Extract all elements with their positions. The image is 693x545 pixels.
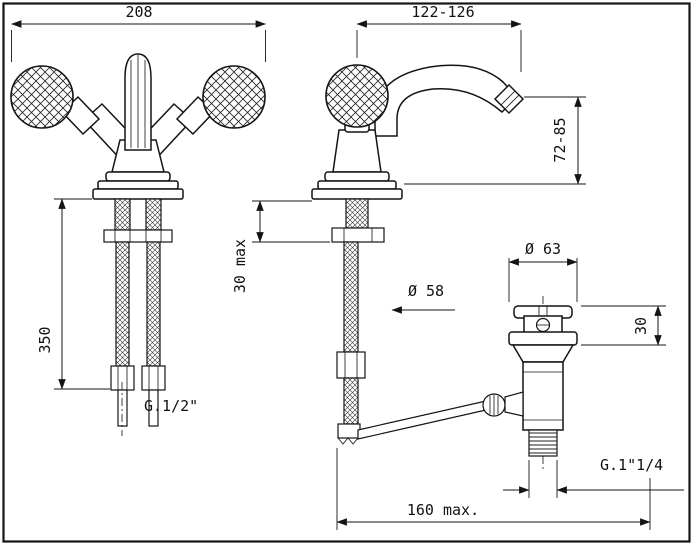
waste-shoulder: [511, 344, 575, 363]
waste-flange: [508, 331, 578, 346]
dim-deck-max: 30 max: [231, 239, 249, 293]
waste-assembly: [504, 296, 578, 472]
waste-rod-boss: [504, 391, 524, 417]
front-base-cap: [105, 171, 171, 182]
dim-front-width: 208: [125, 3, 152, 21]
left-crystal-handle: [10, 65, 74, 129]
waste-tailpiece: [528, 429, 558, 457]
side-supply-hose: [343, 241, 359, 353]
popup-rod-nut-lines: [344, 352, 358, 378]
left-supply-hose: [115, 241, 130, 367]
front-base-flange: [92, 188, 184, 200]
right-supply-hose: [146, 241, 161, 367]
front-view: [10, 53, 266, 436]
front-spout-hatch: [130, 55, 146, 148]
dim-base-diameter: Ø 58: [408, 282, 444, 300]
aerator-ridges: [500, 90, 520, 110]
waste-body-lines: [523, 371, 563, 421]
dim-supply-thread: G.1/2": [144, 397, 198, 415]
popup-rod-lower: [343, 377, 359, 425]
ball-joint-knurl: [489, 395, 499, 415]
left-hose-nut: [110, 365, 135, 391]
side-threaded-shank: [345, 198, 369, 229]
dim-waste-height: 30: [632, 317, 650, 335]
left-hose-tail: [117, 389, 128, 427]
right-hose-nut: [141, 365, 166, 391]
left-threaded-stud: [114, 198, 131, 231]
side-mounting-nut-lines: [343, 228, 373, 242]
mounting-nut-bar-lines: [114, 230, 162, 242]
dim-waste-diameter: Ø 63: [525, 240, 561, 258]
popup-rod-nut: [336, 351, 366, 379]
mounting-nut-bar: [103, 229, 173, 243]
dim-waste-thread: G.1"1/4: [600, 456, 663, 474]
dim-spout-reach: 122-126: [411, 3, 474, 21]
right-threaded-stud: [145, 198, 162, 231]
popup-rod-clevis: [337, 423, 361, 439]
side-crystal-handle: [325, 64, 389, 128]
right-crystal-handle: [202, 65, 266, 129]
side-base-ring: [317, 180, 397, 190]
front-base-ring: [97, 180, 179, 190]
side-base-flange: [311, 188, 403, 200]
side-view: [311, 64, 525, 445]
aerator: [493, 83, 525, 115]
dim-spout-height: 72-85: [551, 117, 569, 162]
dim-rod-reach: 160 max.: [407, 501, 479, 519]
side-body: [332, 129, 382, 173]
right-hose-tail: [148, 389, 159, 427]
dim-hose-length: 350: [36, 326, 54, 353]
left-hose-nut-lines: [117, 366, 128, 390]
dimensions: 208 122-126 72-85 350 30 max Ø 58 Ø 63: [10, 3, 684, 530]
right-hose-nut-lines: [148, 366, 159, 390]
waste-body: [522, 361, 564, 431]
side-base-cap: [324, 171, 390, 182]
clevis-teeth: [337, 437, 359, 445]
side-mounting-nut: [331, 227, 385, 243]
horizontal-linkage-rod: [357, 400, 487, 440]
